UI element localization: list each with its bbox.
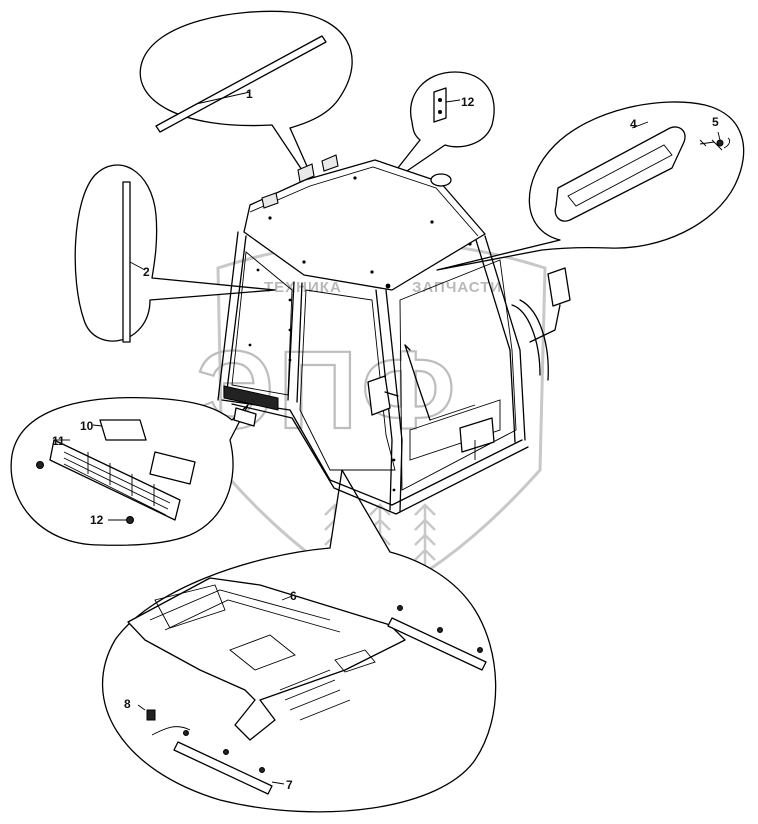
filter-pad-9b: [149, 451, 196, 485]
callout-label-2: 2: [143, 265, 150, 279]
callout-bubble-12: 12: [381, 71, 495, 189]
screw-11-icon: [126, 516, 134, 524]
callout-bubble-9-10-11: 10 11 12: [10, 396, 249, 546]
callout-label-5: 5: [712, 115, 719, 129]
mirror-left: [367, 375, 391, 416]
cab-body: [217, 154, 571, 515]
screw-5-icon: [716, 139, 724, 147]
callout-bubble-4-5: 4 5: [436, 101, 745, 271]
bolt-8-icon: [146, 709, 156, 721]
callout-label-9: 10: [80, 419, 94, 433]
callout-bubble-6-7-8: 6 7 8: [101, 469, 497, 813]
trim-strip-7: [173, 741, 273, 795]
floor-mat-6: [127, 577, 406, 741]
watermark-text-right: ЗАПЧАСТИ: [412, 279, 502, 296]
trim-strip-right: [387, 617, 487, 671]
callout-bubble-1: 1: [139, 10, 353, 201]
callout-label-8: 8: [124, 697, 131, 711]
seal-strip-2: [122, 181, 131, 343]
nut-10-icon: [36, 461, 44, 469]
callout-label-4: 4: [630, 117, 637, 131]
mirror-right: [547, 267, 571, 307]
callout-label-11: 12: [90, 513, 104, 527]
bracket-12: [433, 87, 447, 123]
callout-label-6: 6: [290, 589, 297, 603]
dome-lamp-4: [554, 126, 686, 222]
callout-bubble-2: 2: [74, 164, 276, 343]
callout-label-12: 12: [461, 95, 475, 109]
vent-grille-10: [49, 439, 181, 521]
callout-label-10: 11: [52, 434, 65, 448]
filter-pad-9a: [99, 419, 147, 441]
seal-strip-1: [155, 35, 327, 133]
callout-label-7: 7: [286, 778, 293, 792]
callout-label-1: 1: [246, 87, 253, 101]
cab-air-vent: [223, 385, 279, 411]
